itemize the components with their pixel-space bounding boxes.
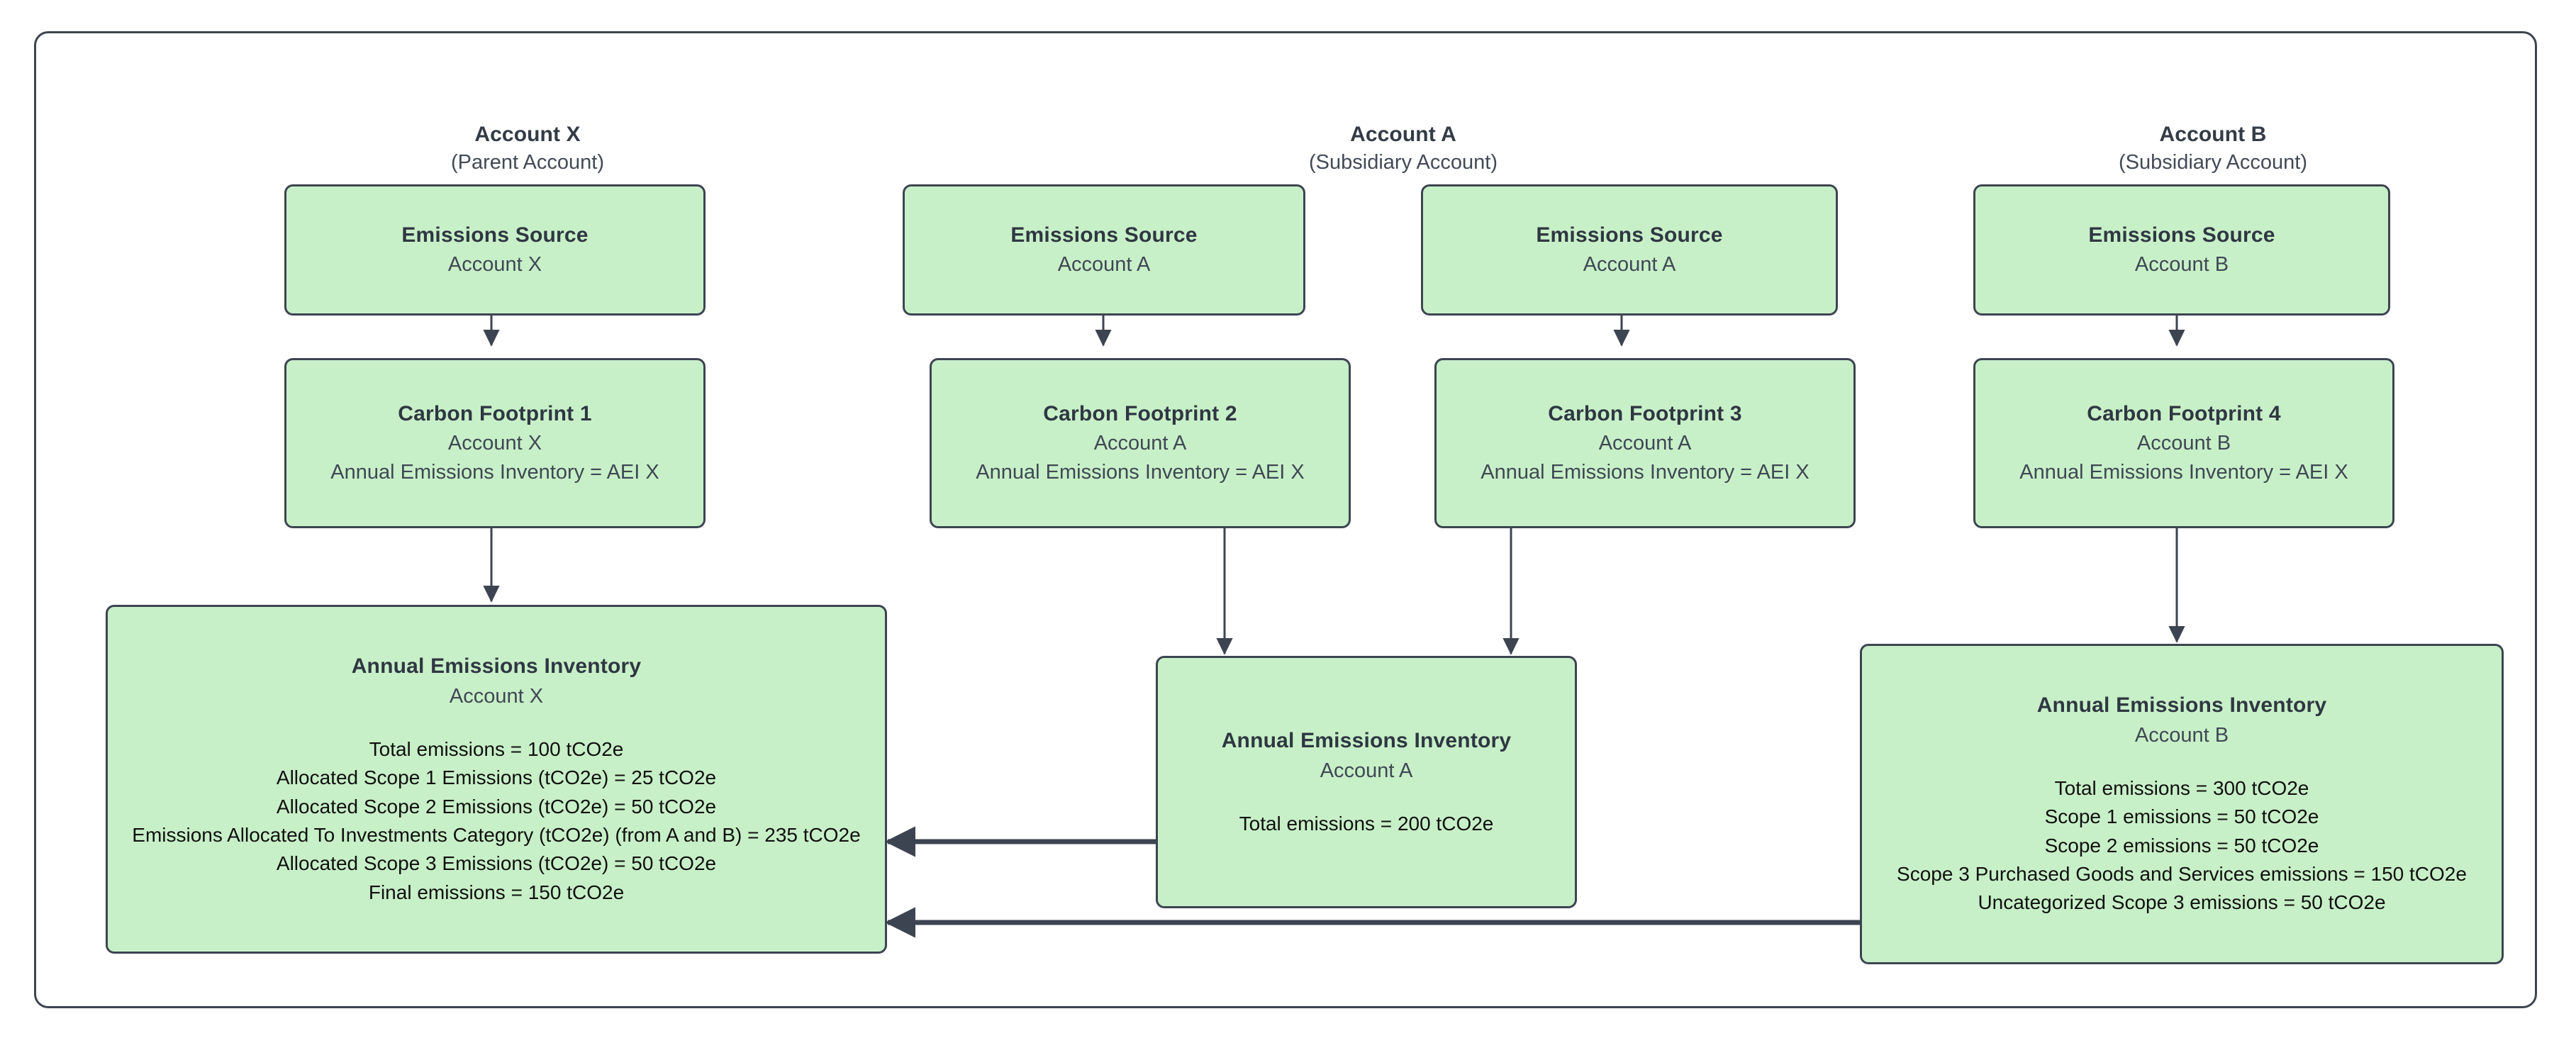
node-emissions-source-account-b[interactable]: Emissions Source Account B [1973,184,2390,316]
column-subtitle: (Parent Account) [451,150,604,174]
node-subtitle: Account B [2134,723,2229,747]
node-subtitle: Account B [2136,432,2231,455]
node-title: Annual Emissions Inventory [351,654,642,679]
column-subtitle: (Subsidiary Account) [1309,150,1498,174]
node-detail: Scope 2 emissions = 50 tCO2e [2044,834,2319,857]
node-title: Annual Emissions Inventory [2036,693,2327,718]
node-line-3: Annual Emissions Inventory = AEI X [2019,461,2348,484]
node-title: Carbon Footprint 2 [1043,401,1237,425]
node-detail: Total emissions = 100 tCO2e [369,737,624,760]
node-detail: Emissions Allocated To Investments Categ… [132,823,861,846]
node-subtitle: Account X [447,253,542,277]
node-emissions-source-account-a-2[interactable]: Emissions Source Account A [1421,184,1838,316]
node-title: Carbon Footprint 1 [398,401,592,425]
node-title: Emissions Source [2088,223,2275,247]
node-title: Emissions Source [1536,223,1723,247]
node-detail: Scope 3 Purchased Goods and Services emi… [1897,863,2467,886]
node-detail-list: Total emissions = 200 tCO2e [1239,810,1494,838]
column-subtitle: (Subsidiary Account) [2119,150,2307,174]
node-title: Emissions Source [401,223,589,247]
node-line-3: Annual Emissions Inventory = AEI X [976,461,1305,484]
node-subtitle: Account A [1598,432,1692,455]
node-annual-emissions-inventory-account-b[interactable]: Annual Emissions Inventory Account B Tot… [1860,644,2504,964]
node-subtitle: Account A [1320,759,1413,782]
node-detail: Allocated Scope 1 Emissions (tCO2e) = 25… [276,766,717,789]
node-emissions-source-account-a-1[interactable]: Emissions Source Account A [903,184,1305,316]
node-line-3: Annual Emissions Inventory = AEI X [330,461,659,484]
node-carbon-footprint-2[interactable]: Carbon Footprint 2 Account A Annual Emis… [930,358,1351,528]
node-carbon-footprint-3[interactable]: Carbon Footprint 3 Account A Annual Emis… [1434,358,1856,528]
node-detail: Final emissions = 150 tCO2e [368,881,625,903]
node-subtitle: Account A [1093,432,1187,455]
node-detail-list: Total emissions = 300 tCO2e Scope 1 emis… [1897,774,2467,917]
column-header-account-a: Account A (Subsidiary Account) [1230,121,1577,176]
node-detail: Allocated Scope 2 Emissions (tCO2e) = 50… [276,795,717,818]
diagram-frame: Account X (Parent Account) Account A (Su… [34,31,2537,1008]
node-title: Annual Emissions Inventory [1221,728,1512,752]
node-subtitle: Account X [449,684,544,708]
node-title: Emissions Source [1010,223,1198,247]
node-detail-list: Total emissions = 100 tCO2e Allocated Sc… [132,735,860,907]
node-detail: Uncategorized Scope 3 emissions = 50 tCO… [1978,891,2386,914]
node-detail: Scope 1 emissions = 50 tCO2e [2044,805,2319,828]
node-detail: Total emissions = 200 tCO2e [1239,812,1494,835]
node-subtitle: Account A [1583,253,1676,277]
node-carbon-footprint-4[interactable]: Carbon Footprint 4 Account B Annual Emis… [1973,358,2394,528]
column-header-account-b: Account B (Subsidiary Account) [2039,121,2387,176]
node-title: Carbon Footprint 3 [1548,401,1742,425]
column-title: Account A [1350,123,1456,146]
node-subtitle: Account A [1057,253,1151,277]
node-emissions-source-account-x[interactable]: Emissions Source Account X [284,184,706,316]
node-subtitle: Account B [2134,253,2229,277]
node-carbon-footprint-1[interactable]: Carbon Footprint 1 Account X Annual Emis… [284,358,706,528]
node-line-3: Annual Emissions Inventory = AEI X [1481,461,1810,484]
column-header-account-x: Account X (Parent Account) [354,121,701,176]
node-annual-emissions-inventory-account-a[interactable]: Annual Emissions Inventory Account A Tot… [1156,656,1577,908]
node-annual-emissions-inventory-account-x[interactable]: Annual Emissions Inventory Account X Tot… [106,605,887,954]
node-detail: Allocated Scope 3 Emissions (tCO2e) = 50… [276,852,717,875]
node-subtitle: Account X [447,432,542,455]
node-title: Carbon Footprint 4 [2087,401,2281,425]
column-title: Account X [474,123,581,146]
node-detail: Total emissions = 300 tCO2e [2054,777,2309,800]
column-title: Account B [2159,123,2267,146]
